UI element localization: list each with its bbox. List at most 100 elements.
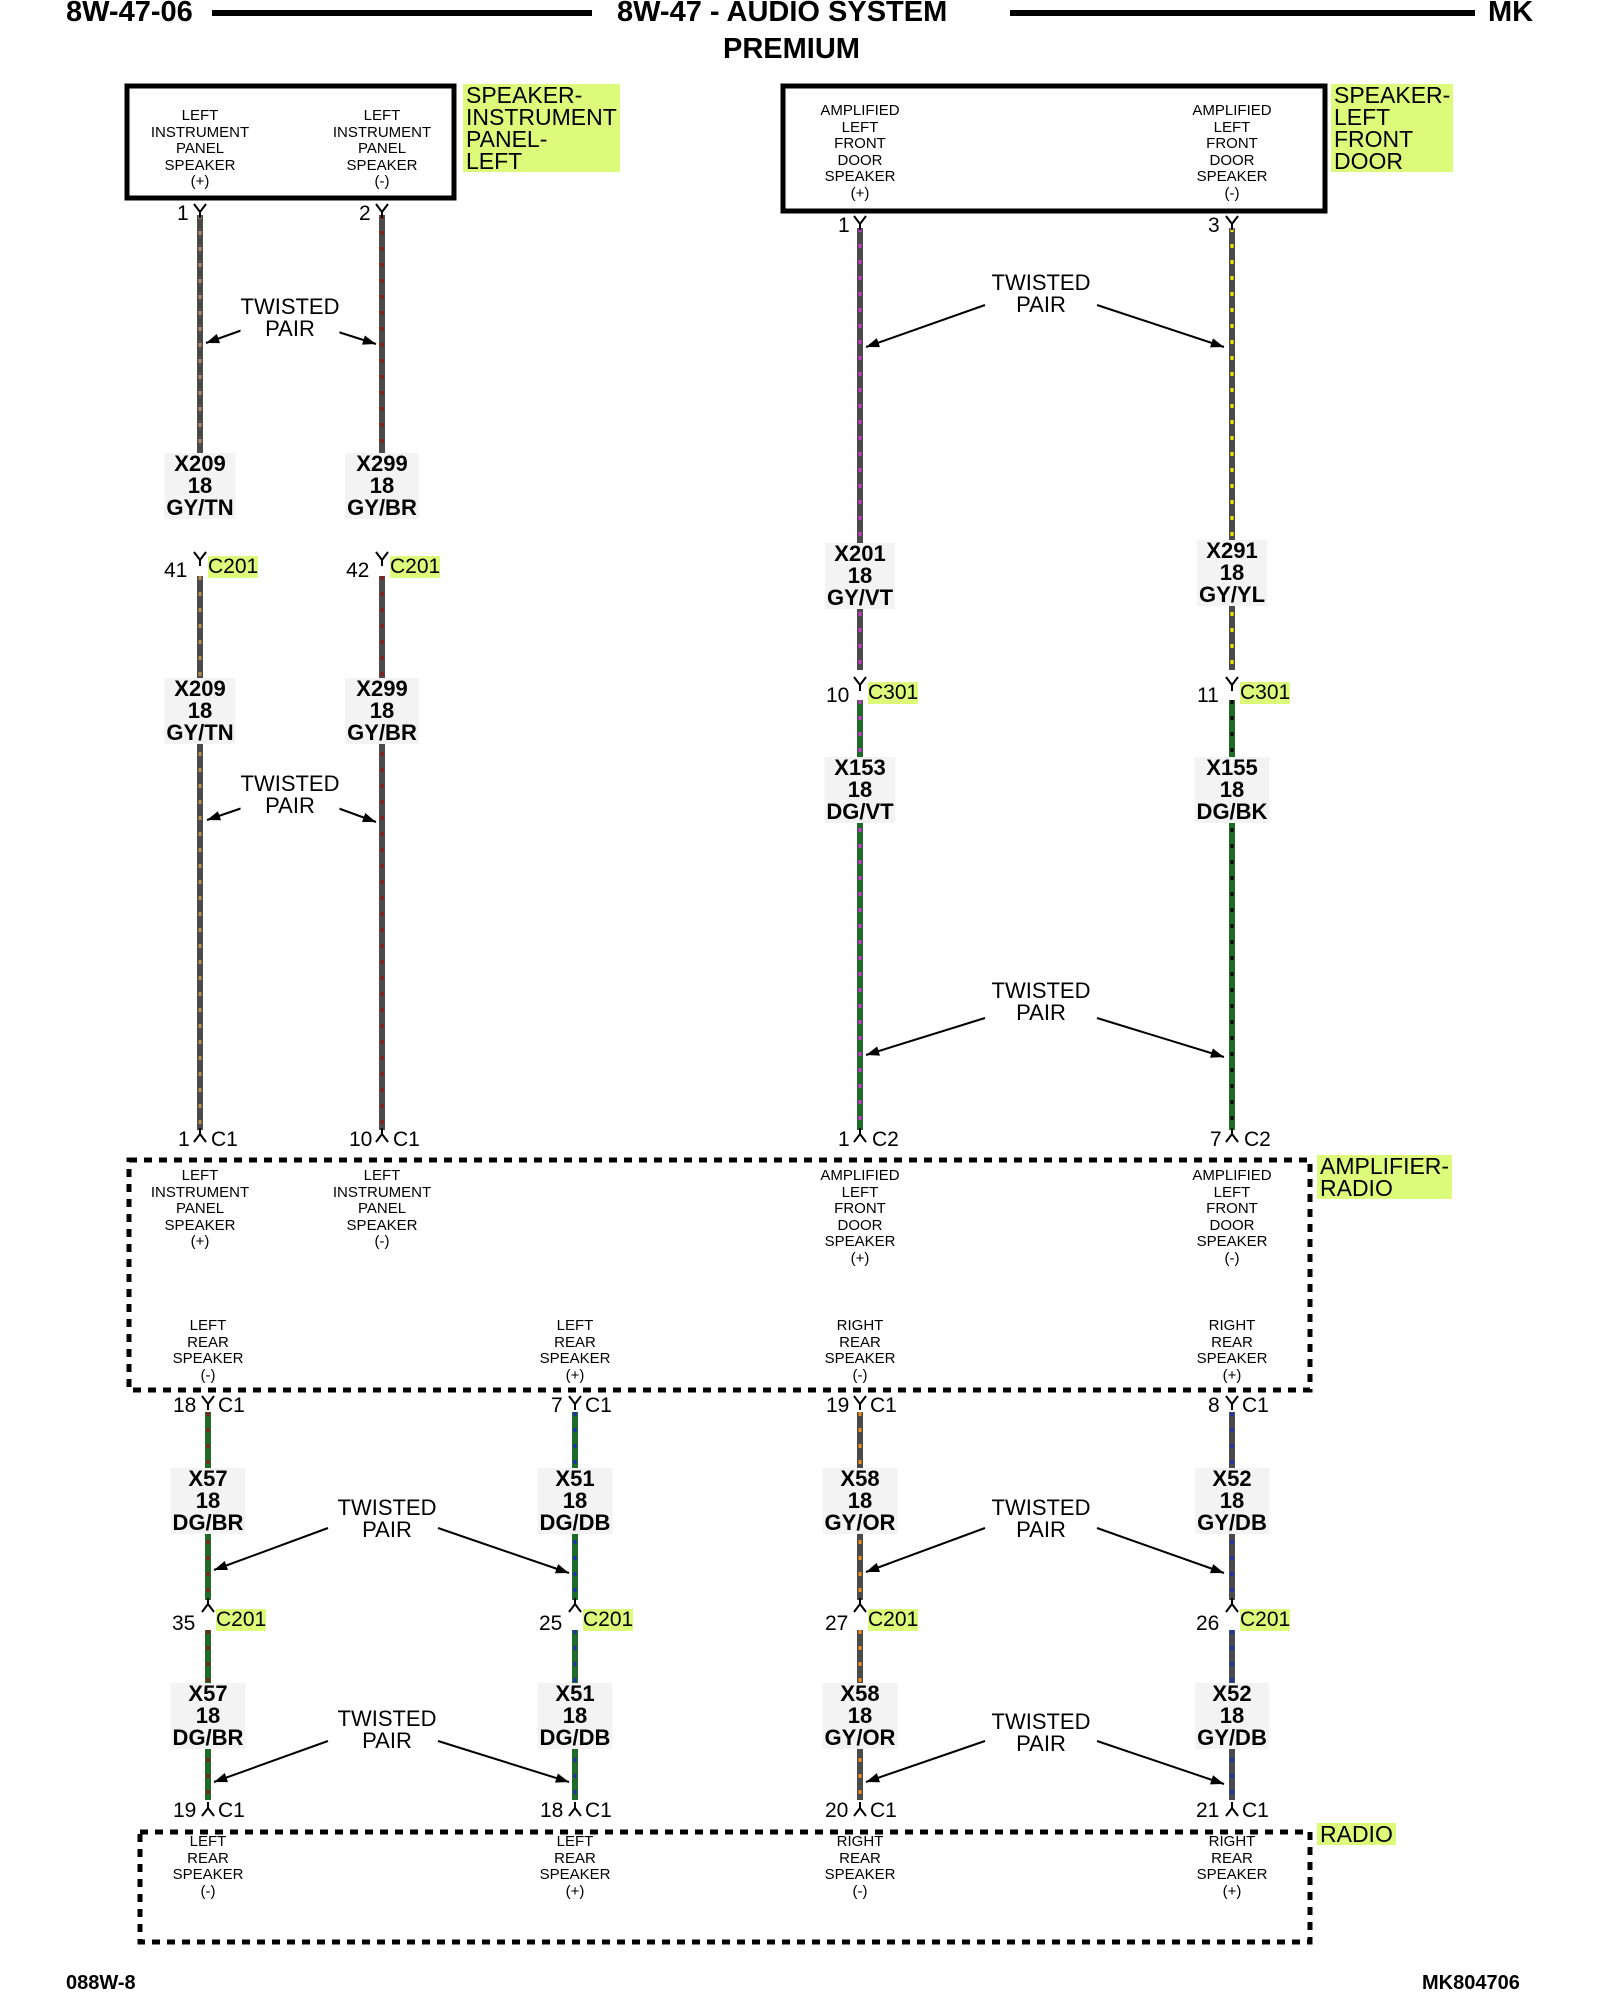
twisted-pair-arrow (865, 1740, 986, 1783)
pin-number: 1 (178, 1128, 190, 1151)
component-label-speaker-ip-left: SPEAKER- INSTRUMENT PANEL- LEFT (463, 84, 620, 173)
twisted-pair-arrowhead (866, 1773, 880, 1783)
terminal-icon (193, 1128, 207, 1143)
pin-desc-door-speaker-pos: AMPLIFIED LEFT FRONT DOOR SPEAKER (+) (820, 102, 900, 202)
pin-number: 7 (1210, 1128, 1222, 1151)
wire-label-x57-lower: X57 18 DG/BR (170, 1681, 246, 1750)
pin-desc-radio-right-rear-neg: RIGHT REAR SPEAKER (-) (824, 1833, 896, 1900)
pin-number: 25 (539, 1612, 563, 1635)
twisted-pair-arrowhead (866, 1562, 880, 1572)
pin-number: 1 (838, 214, 850, 237)
connector-name-c1: C1 (585, 1394, 612, 1417)
twisted-pair-label: TWISTED PAIR (991, 978, 1091, 1025)
twisted-pair-label: TWISTED PAIR (240, 771, 340, 818)
twisted-pair-arrow (865, 1527, 986, 1573)
component-label-amplifier-radio: AMPLIFIER- RADIO (1317, 1155, 1453, 1200)
twisted-pair-arrowhead (1210, 1775, 1224, 1785)
connector-name-c1: C1 (211, 1128, 238, 1151)
pin-desc-amp-right-rear-pos: RIGHT REAR SPEAKER (+) (1196, 1317, 1268, 1384)
terminal-icon (853, 1128, 867, 1143)
terminal-icon (375, 551, 389, 566)
twisted-pair-label: TWISTED PAIR (991, 1495, 1091, 1542)
wire-label-x299: X299 18 GY/BR (345, 451, 419, 520)
pin-number: 20 (825, 1799, 849, 1822)
twisted-pair-arrowhead (362, 335, 376, 345)
twisted-pair-arrow (437, 1740, 570, 1783)
connector-name-c1: C1 (1242, 1799, 1269, 1822)
twisted-pair-label: TWISTED PAIR (991, 1709, 1091, 1756)
twisted-pair-label: TWISTED PAIR (991, 270, 1091, 317)
wire-label-x209-lower: X209 18 GY/TN (164, 676, 236, 745)
wire-label-x52-lower: X52 18 GY/DB (1195, 1681, 1269, 1750)
twisted-pair-arrowhead (866, 338, 880, 348)
twisted-pair-arrow (1096, 1017, 1225, 1058)
document-code: MK804706 (1422, 1972, 1520, 1994)
component-label-speaker-left-front-door: SPEAKER- LEFT FRONT DOOR (1331, 84, 1454, 173)
wire-label-x153: X153 18 DG/VT (824, 755, 896, 824)
terminal-icon (568, 1802, 582, 1817)
terminal-icon (201, 1395, 215, 1410)
pin-desc-amp-door-pos: AMPLIFIED LEFT FRONT DOOR SPEAKER (+) (820, 1167, 900, 1267)
pin-desc-amp-door-neg: AMPLIFIED LEFT FRONT DOOR SPEAKER (-) (1192, 1167, 1272, 1267)
page-subtitle: PREMIUM (723, 33, 860, 65)
wire-label-x155: X155 18 DG/BK (1194, 755, 1270, 824)
connector-name-c201: C201 (208, 555, 259, 578)
speaker-ip-left-box (124, 83, 457, 201)
terminals (193, 203, 1239, 1817)
pin-desc-radio-left-rear-pos: LEFT REAR SPEAKER (+) (539, 1833, 611, 1900)
wire-label-x51: X51 18 DG/DB (537, 1466, 613, 1535)
component-label-radio: RADIO (1317, 1823, 1396, 1846)
pin-number: 8 (1208, 1394, 1220, 1417)
wire-label-x58-lower: X58 18 GY/OR (822, 1681, 898, 1750)
twisted-pair-arrowhead (206, 334, 220, 344)
pin-desc-door-speaker-neg: AMPLIFIED LEFT FRONT DOOR SPEAKER (-) (1192, 102, 1272, 202)
connector-name-c1: C1 (870, 1799, 897, 1822)
speaker-left-front-door-box (780, 83, 1328, 214)
connector-name-c201: C201 (216, 1608, 267, 1631)
pin-number: 19 (173, 1799, 197, 1822)
figure-code: 088W-8 (66, 1972, 136, 1994)
connector-name-c201: C201 (390, 555, 441, 578)
pin-number: 1 (838, 1128, 850, 1151)
twisted-pair-label: TWISTED PAIR (337, 1706, 437, 1753)
twisted-pair-arrowhead (555, 1773, 569, 1783)
terminal-icon (853, 1395, 867, 1410)
pin-number: 41 (164, 559, 188, 582)
terminal-icon (193, 551, 207, 566)
terminal-icon (1225, 215, 1239, 230)
pin-number: 18 (540, 1799, 564, 1822)
pin-number: 3 (1208, 214, 1220, 237)
connector-name-c301: C301 (868, 681, 919, 704)
pin-desc-amp-left-rear-pos: LEFT REAR SPEAKER (+) (539, 1317, 611, 1384)
twisted-pair-arrowhead (1210, 1564, 1224, 1574)
pin-number: 42 (346, 559, 370, 582)
pin-number: 27 (825, 1612, 849, 1635)
pin-number: 18 (173, 1394, 197, 1417)
vehicle-code: MK (1488, 0, 1534, 28)
twisted-pair-arrowhead (214, 1773, 228, 1783)
terminal-icon (375, 203, 389, 218)
twisted-pair-arrow (437, 1527, 570, 1574)
wire-label-x201: X201 18 GY/VT (824, 541, 896, 610)
pin-number: 26 (1196, 1612, 1220, 1635)
wire-label-x51-lower: X51 18 DG/DB (537, 1681, 613, 1750)
connector-name-c1: C1 (218, 1799, 245, 1822)
wire-label-x52: X52 18 GY/DB (1195, 1466, 1269, 1535)
amplifier-radio-box (126, 1157, 1313, 1393)
twisted-pair-label: TWISTED PAIR (240, 294, 340, 341)
connector-name-c1: C1 (218, 1394, 245, 1417)
twisted-pair-arrowhead (555, 1564, 569, 1574)
page-title: 8W-47 - AUDIO SYSTEM (617, 0, 948, 28)
twisted-pair-label: TWISTED PAIR (337, 1495, 437, 1542)
twisted-pair-arrowhead (362, 812, 376, 823)
pin-number: 19 (826, 1394, 850, 1417)
terminal-icon (853, 1802, 867, 1817)
twisted-pair-arrow (213, 1527, 329, 1571)
wire-label-x57: X57 18 DG/BR (170, 1466, 246, 1535)
connector-name-c1: C1 (393, 1128, 420, 1151)
connector-name-c2: C2 (1244, 1128, 1271, 1151)
wire-label-x291: X291 18 GY/YL (1196, 538, 1268, 607)
terminal-icon (853, 676, 867, 691)
twisted-pair-arrow (1096, 1740, 1225, 1785)
pin-number: 35 (172, 1612, 196, 1635)
